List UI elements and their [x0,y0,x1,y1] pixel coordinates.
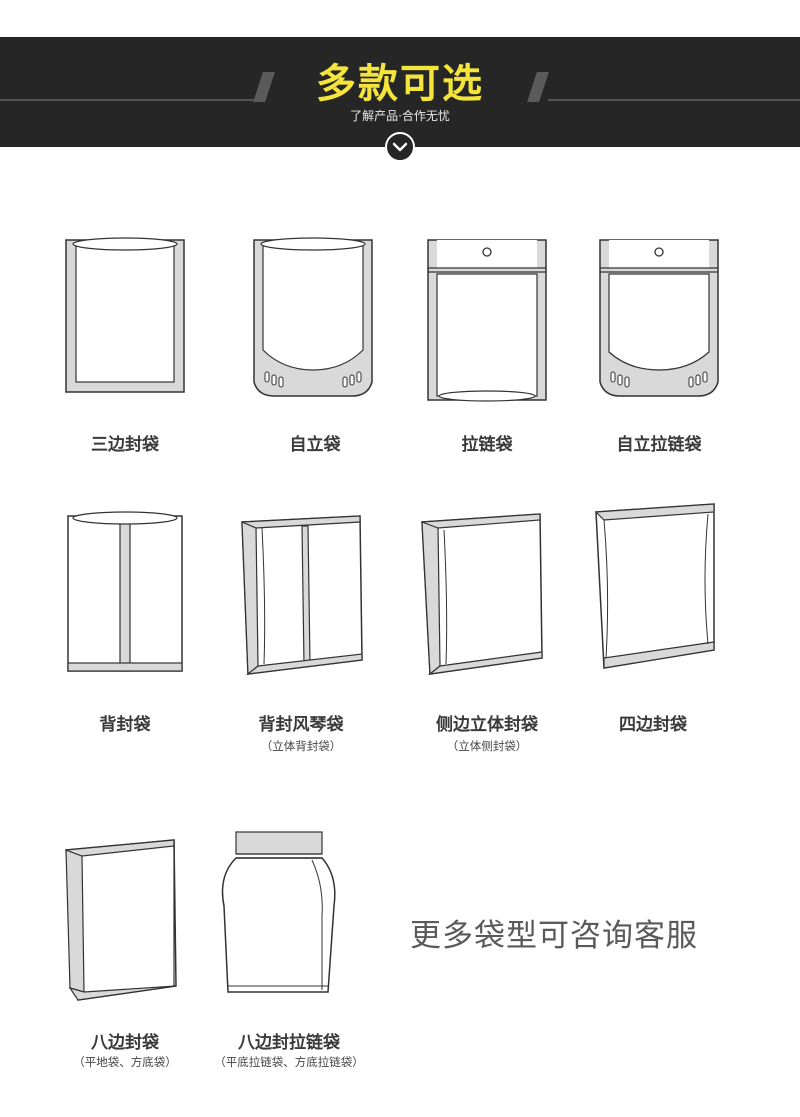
stand-up-bag-illustration [248,232,398,412]
banner-divider-right [548,99,800,101]
page-title: 多款可选 [316,61,484,107]
four-side-seal-bag-illustration [590,500,740,680]
bag-label: 自立拉链袋 [616,435,702,455]
side-gusset-bag-illustration [416,508,566,688]
bag-label: 背封风琴袋 [258,715,344,735]
eight-side-seal-bag-illustration [60,832,210,1012]
bag-label: 自立袋 [289,435,341,455]
bag-label: 背封袋 [99,715,151,735]
bag-label: 拉链袋 [461,435,513,455]
eight-side-seal-zipper-bag-illustration [216,826,366,1006]
bag-sublabel: （平地袋、方底袋） [73,1055,177,1069]
bag-label: 四边封袋 [619,715,687,735]
bag-label: 三边封袋 [91,435,159,455]
bag-label: 八边封拉链袋 [238,1033,340,1053]
bag-sublabel: （立体背封袋） [260,739,342,753]
bag-sublabel: （立体侧封袋） [446,739,528,753]
page-subtitle: 了解产品·合作无忧 [350,109,450,123]
header-banner: 多款可选 了解产品·合作无忧 [0,37,800,147]
back-seal-gusset-bag-illustration [236,508,386,688]
bag-label: 侧边立体封袋 [436,715,538,735]
banner-divider-left [0,99,255,101]
scroll-down-button[interactable] [385,132,415,162]
chevron-down-icon [392,142,408,152]
back-seal-bag-illustration [60,508,210,688]
bag-sublabel: （平底拉链袋、方底拉链袋） [214,1055,364,1069]
bag-label: 八边封袋 [91,1033,159,1053]
more-bag-types-text: 更多袋型可咨询客服 [410,918,698,954]
zipper-bag-illustration [422,232,572,412]
three-side-seal-bag-illustration [60,232,210,412]
stand-up-zipper-bag-illustration [594,232,744,412]
